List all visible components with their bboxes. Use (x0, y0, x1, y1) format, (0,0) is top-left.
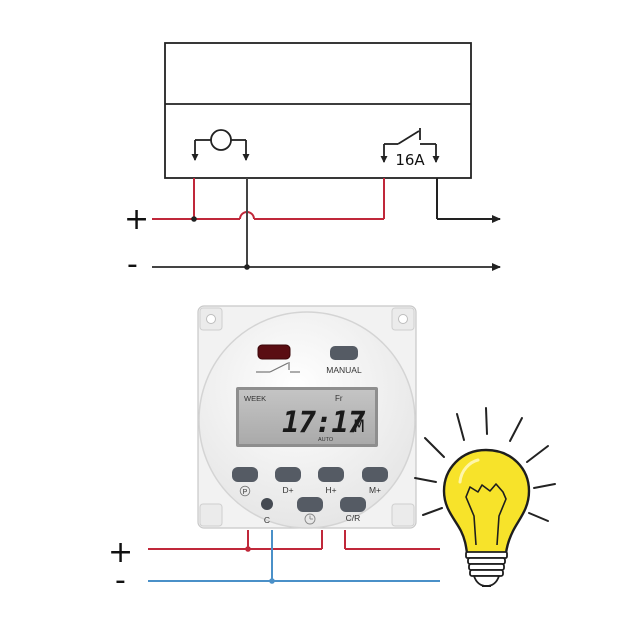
cr-button-label: C/R (346, 513, 361, 523)
bulb-base (467, 557, 506, 587)
d-plus-button[interactable] (275, 467, 301, 482)
m-plus-label: M+ (369, 485, 381, 495)
bulb-filament (465, 483, 507, 546)
relay-symbol-icon (256, 362, 300, 373)
d-plus-label: D+ (282, 485, 293, 495)
top-output-wire (436, 178, 501, 223)
top-minus-label: - (127, 247, 138, 282)
timer-box-outline (164, 42, 472, 179)
clock-icon (304, 513, 316, 525)
clear-button-label: C (264, 515, 270, 525)
top-plus-label: + (124, 202, 149, 237)
bottom-minus-label: - (115, 563, 126, 598)
lcd-suffix: M (354, 417, 364, 437)
bottom-positive-wire (148, 530, 440, 550)
bulb-glass (442, 448, 531, 555)
p-button-badge (239, 485, 251, 497)
bottom-positive-junction (245, 546, 251, 552)
top-schematic: 16A + - (124, 42, 501, 282)
manual-button-label: MANUAL (326, 365, 362, 375)
p-button-label: P (243, 489, 248, 496)
lcd-screen (239, 390, 375, 444)
top-positive-junction (191, 216, 197, 222)
lcd-mode: AUTO (318, 437, 334, 443)
bottom-wiring: + - (108, 530, 440, 598)
switch-rating-label: 16A (395, 151, 425, 169)
top-negative-wire (152, 178, 501, 271)
bulb-icon (414, 407, 556, 587)
h-plus-button[interactable] (318, 467, 344, 482)
lcd-week-label: WEEK (244, 394, 266, 403)
manual-button[interactable] (330, 346, 358, 360)
top-negative-junction (244, 264, 250, 270)
timer-device: MANUAL WEEK Fr 17:17 M AUTO P D+ H+ M+ C… (197, 305, 417, 529)
p-button[interactable] (232, 467, 258, 482)
bottom-negative-junction (269, 578, 275, 584)
m-plus-button[interactable] (362, 467, 388, 482)
clock-button[interactable] (297, 497, 323, 512)
bulb-light-rays (414, 407, 556, 522)
bottom-plus-label: + (108, 535, 133, 570)
coil-icon (191, 129, 250, 161)
bottom-negative-wire (148, 530, 440, 582)
status-indicator-light (257, 344, 291, 360)
lcd-day-label: Fr (335, 394, 343, 403)
top-positive-wire (152, 178, 385, 220)
h-plus-label: H+ (325, 485, 336, 495)
lcd-time: 17:17 (282, 405, 366, 439)
cr-button[interactable] (340, 497, 366, 512)
switch-icon (380, 128, 440, 163)
clear-button[interactable] (261, 498, 273, 510)
